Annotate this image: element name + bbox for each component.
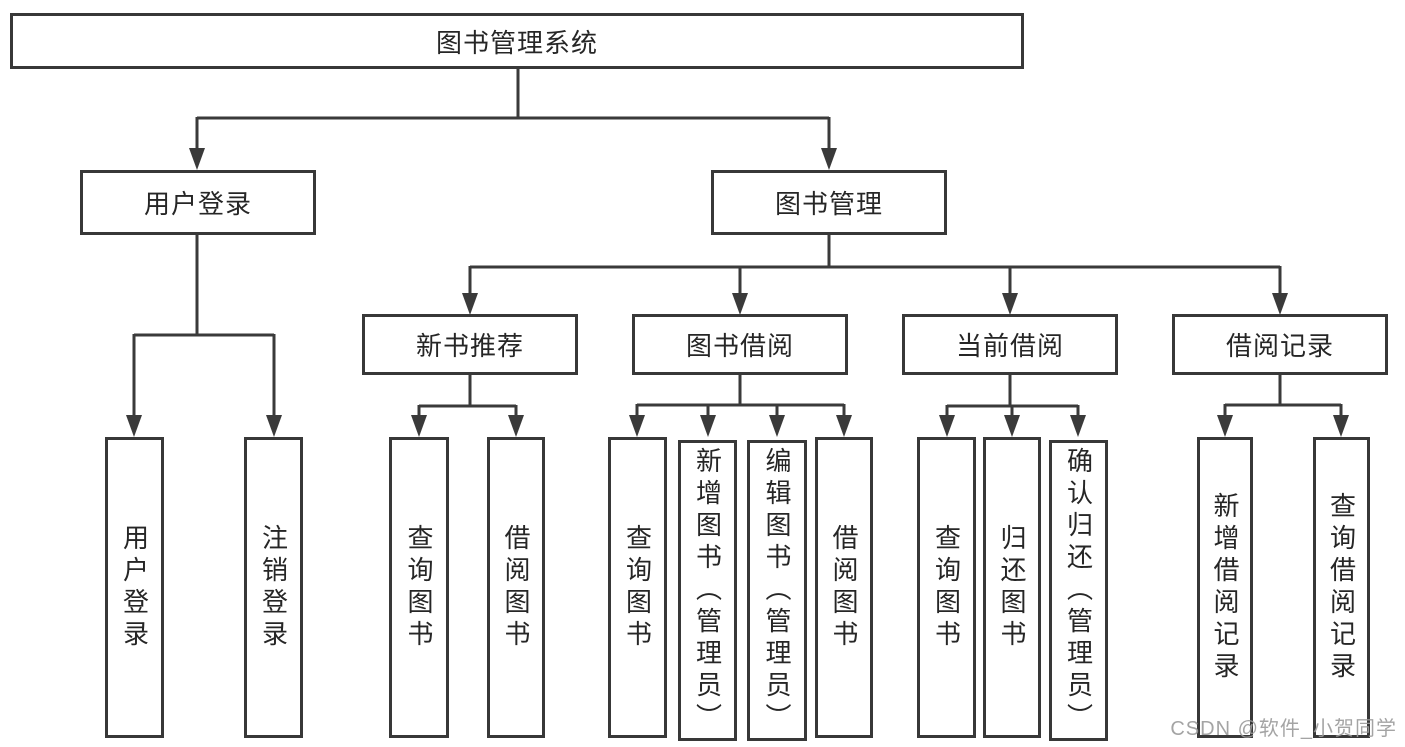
node-book-borrow: 图书借阅 [632, 314, 848, 375]
leaf-query-borrow-record: 查询借阅记录 [1313, 437, 1370, 738]
node-root-label: 图书管理系统 [435, 27, 598, 58]
leaf-current-query-books-label: 查询图书 [931, 523, 962, 652]
node-borrow-records-label: 借阅记录 [1225, 331, 1334, 361]
node-current-borrow-label: 当前借阅 [955, 331, 1064, 361]
node-borrow-records: 借阅记录 [1172, 314, 1388, 375]
node-book-borrow-label: 图书借阅 [685, 331, 794, 361]
leaf-user-login: 用户登录 [105, 437, 164, 738]
leaf-edit-book-admin-label: 编辑图书（管理员） [762, 446, 792, 735]
leaf-add-book-admin: 新增图书（管理员） [678, 440, 737, 741]
leaf-edit-book-admin: 编辑图书（管理员） [747, 440, 807, 741]
leaf-query-borrow-record-label: 查询借阅记录 [1326, 491, 1357, 684]
leaf-user-login-label: 用户登录 [119, 523, 150, 652]
node-new-book-recommend: 新书推荐 [362, 314, 578, 375]
leaf-add-book-admin-label: 新增图书（管理员） [692, 446, 723, 735]
leaf-recommend-query-books: 查询图书 [389, 437, 449, 738]
arrowheads [126, 148, 1349, 437]
watermark: CSDN @软件_小贺同学 [1170, 718, 1397, 740]
leaf-borrow-books-label: 借阅图书 [829, 523, 859, 652]
node-user-login-label: 用户登录 [143, 189, 252, 219]
leaf-logout: 注销登录 [244, 437, 303, 738]
leaf-confirm-return-admin-label: 确认归还（管理员） [1063, 446, 1094, 735]
leaf-recommend-borrow-books-label: 借阅图书 [501, 523, 531, 652]
node-book-management: 图书管理 [711, 170, 947, 235]
node-user-login: 用户登录 [80, 170, 316, 235]
node-new-book-recommend-label: 新书推荐 [415, 331, 524, 361]
leaf-recommend-query-books-label: 查询图书 [404, 523, 434, 652]
leaf-current-query-books: 查询图书 [917, 437, 976, 738]
leaf-borrow-books: 借阅图书 [815, 437, 873, 738]
leaf-add-borrow-record: 新增借阅记录 [1197, 437, 1253, 738]
leaf-add-borrow-record-label: 新增借阅记录 [1210, 491, 1240, 684]
node-current-borrow: 当前借阅 [902, 314, 1118, 375]
leaf-borrow-query-books-label: 查询图书 [622, 523, 653, 652]
leaf-return-books: 归还图书 [983, 437, 1041, 738]
leaf-return-books-label: 归还图书 [997, 523, 1027, 652]
leaf-logout-label: 注销登录 [258, 523, 289, 652]
node-book-management-label: 图书管理 [774, 189, 883, 219]
leaf-confirm-return-admin: 确认归还（管理员） [1049, 440, 1108, 741]
node-root: 图书管理系统 [10, 13, 1024, 69]
leaf-borrow-query-books: 查询图书 [608, 437, 667, 738]
leaf-recommend-borrow-books: 借阅图书 [487, 437, 545, 738]
